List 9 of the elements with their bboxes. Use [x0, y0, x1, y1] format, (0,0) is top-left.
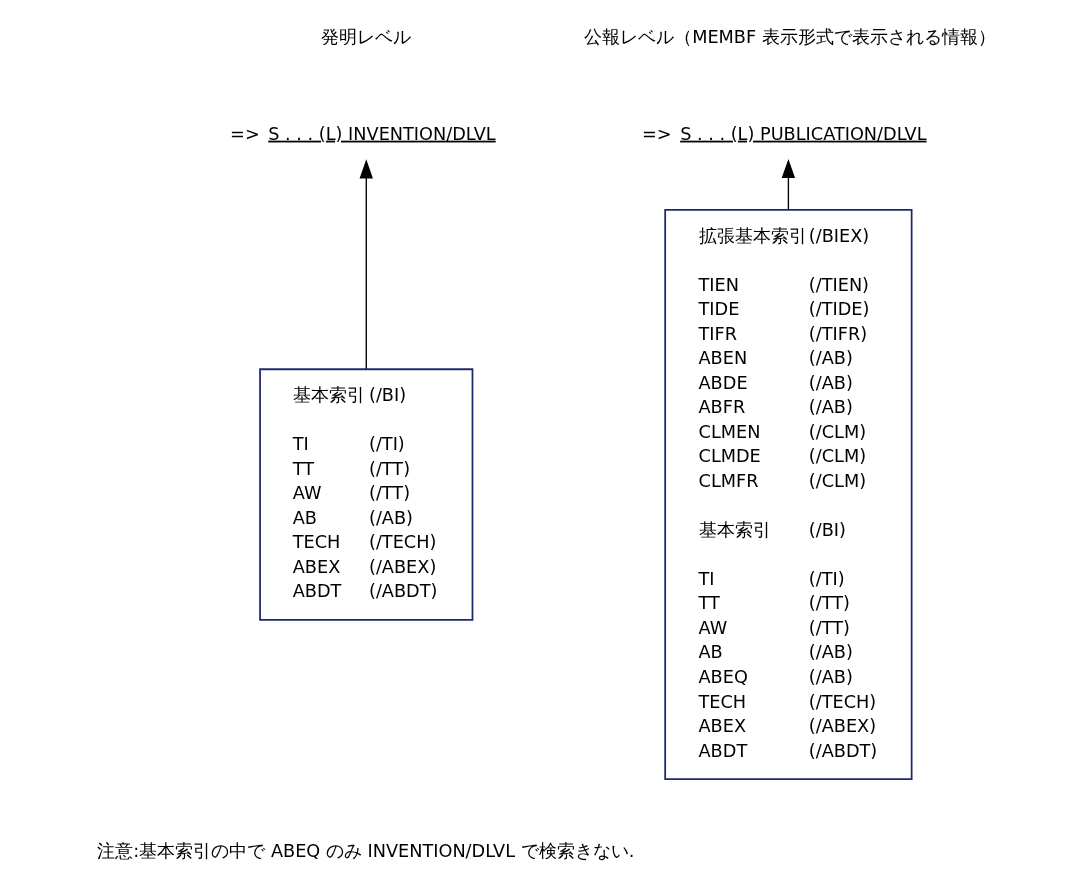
label: 発明レベル: [320, 26, 411, 47]
label: 注意:基本索引の中で ABEQ のみ INVENTION/DLVL で検索きない.: [96, 841, 634, 862]
arrow: [359, 159, 373, 370]
node-text: => S . . . (L) INVENTION/DLVL: [229, 123, 496, 144]
node-box: 拡張基本索引(/BIEX) TIEN (/TIEN) TIDE (/TIDE) TIFR (/TIFR) ABEN (/AB) ABDE (/AB) ABFR (/AB) CLMEN (/CLM) CLMDE (/CLM) CLMFR (/CLM) 基本索引 (/BI) TI (/TI) TT (/TT) AW (/TT) AB (/AB) ABEQ (/AB) TECH (/TECH) ABEX (/ABEX) ABDT (/ABDT): [663, 209, 913, 780]
label: 公報レベル（MEMBF 表示形式で表示される情報）: [583, 26, 996, 47]
node-text: => S . . . (L) PUBLICATION/DLVL: [641, 123, 927, 144]
node-box: 基本索引 (/BI) TI (/TI) TT (/TT) AW (/TT) AB (/AB) TECH (/TECH) ABEX (/ABEX) ABDT (/ABDT): [258, 368, 473, 621]
arrow: [781, 158, 795, 211]
